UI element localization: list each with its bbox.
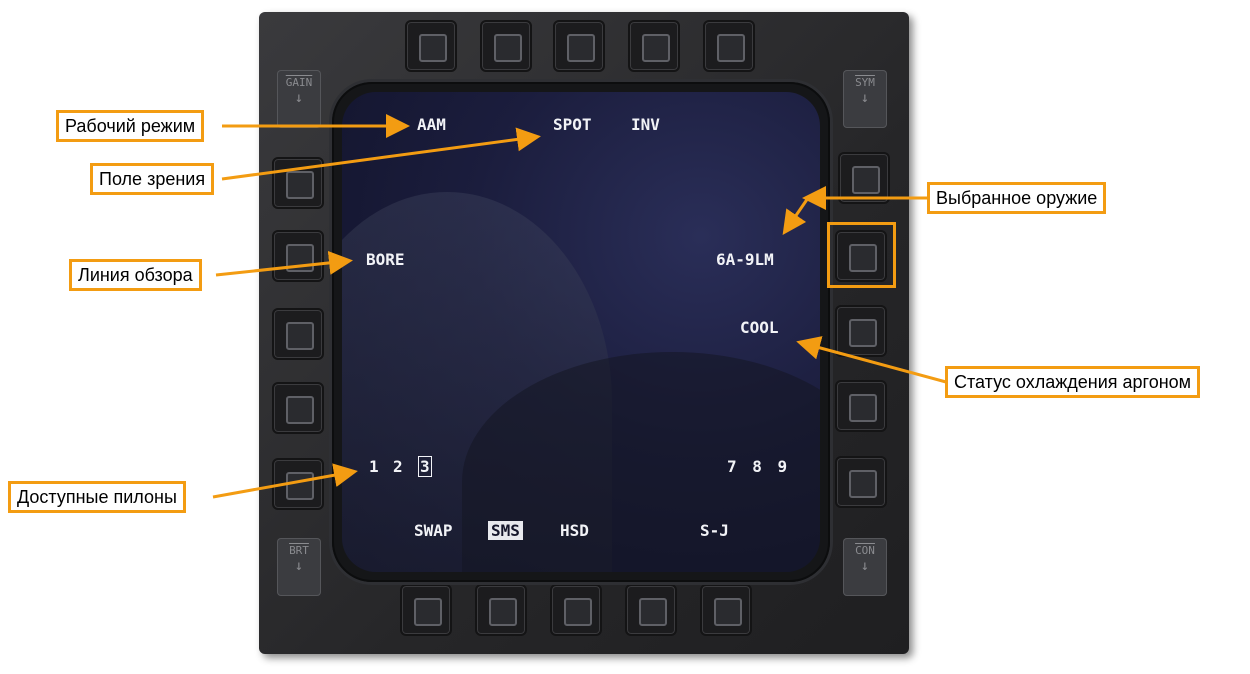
osb-top-1[interactable] <box>405 20 457 72</box>
osb-right-2[interactable] <box>835 230 887 282</box>
osb-bottom-2[interactable] <box>475 584 527 636</box>
pylon-3-selected: 3 <box>418 456 432 477</box>
osb-top-4[interactable] <box>628 20 680 72</box>
inv-label: INV <box>631 115 660 134</box>
fov-label: SPOT <box>553 115 592 134</box>
cool-status-label: COOL <box>740 318 779 337</box>
osb-bottom-3[interactable] <box>550 584 602 636</box>
callout-mode: Рабочий режим <box>56 110 205 142</box>
mfd-screen <box>342 92 820 572</box>
arrow-weapon <box>782 197 810 235</box>
pylon-2: 2 <box>393 457 403 476</box>
pylon-1: 1 <box>369 457 379 476</box>
arrow-cooling <box>796 336 947 384</box>
brt-label: BRT <box>289 544 309 557</box>
osb-left-3[interactable] <box>272 308 324 360</box>
sms-page-label: SMS <box>488 521 523 540</box>
osb-left-5[interactable] <box>272 458 324 510</box>
mode-label: AAM <box>417 115 446 134</box>
swap-label: SWAP <box>414 521 453 540</box>
arrow-down-icon: ↓ <box>860 90 870 106</box>
osb-top-3[interactable] <box>553 20 605 72</box>
pylons-right: 7 8 9 <box>727 457 791 476</box>
con-rocker[interactable]: CON ↓ <box>843 538 887 596</box>
osb-left-2[interactable] <box>272 230 324 282</box>
osb-left-4[interactable] <box>272 382 324 434</box>
callout-fov: Поле зрения <box>90 163 215 195</box>
osb-right-1[interactable] <box>838 152 890 204</box>
arrow-pylons <box>212 463 358 499</box>
osb-top-5[interactable] <box>703 20 755 72</box>
arrow-down-icon: ↓ <box>860 558 870 574</box>
gain-rocker[interactable]: GAIN ↓ <box>277 70 321 128</box>
osb-bottom-1[interactable] <box>400 584 452 636</box>
sj-label: S-J <box>700 521 729 540</box>
osb-bottom-4[interactable] <box>625 584 677 636</box>
osb-bottom-5[interactable] <box>700 584 752 636</box>
arrow-down-icon: ↓ <box>294 558 304 574</box>
arrow-fov <box>221 127 541 181</box>
highlight-box <box>827 222 896 288</box>
osb-right-3[interactable] <box>835 305 887 357</box>
osb-right-4[interactable] <box>835 380 887 432</box>
brt-rocker[interactable]: BRT ↓ <box>277 538 321 596</box>
callout-bore: Линия обзора <box>69 259 202 291</box>
sym-label: SYM <box>855 76 875 89</box>
weapon-label: 6A-9LM <box>716 250 774 269</box>
hsd-label: HSD <box>560 521 589 540</box>
osb-right-5[interactable] <box>835 456 887 508</box>
osb-top-2[interactable] <box>480 20 532 72</box>
con-label: CON <box>855 544 875 557</box>
arrow-down-icon: ↓ <box>294 90 304 106</box>
callout-weapon: Выбранное оружие <box>927 182 1107 214</box>
sym-rocker[interactable]: SYM ↓ <box>843 70 887 128</box>
callout-cooling: Статус охлаждения аргоном <box>945 366 1201 398</box>
callout-pylons: Доступные пилоны <box>8 481 186 513</box>
arrow-bore <box>215 250 353 277</box>
gain-label: GAIN <box>285 76 313 89</box>
bore-label: BORE <box>366 250 405 269</box>
